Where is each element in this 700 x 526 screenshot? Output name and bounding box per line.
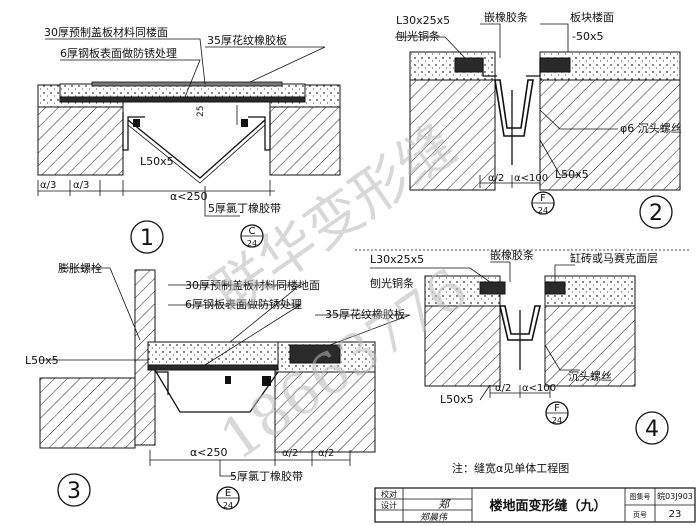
ref-page-2: 24 (538, 206, 548, 215)
structure-left-4 (424, 305, 501, 387)
label-angle-bot-2: L50x5 (555, 168, 589, 181)
label-rubber-plate-3: 35厚花纹橡胶板 (325, 307, 405, 321)
leader-cover (45, 38, 206, 85)
label-gap-4: α<100 (522, 383, 556, 394)
rubber-strip-2 (454, 57, 484, 73)
label-steel-plate-3: 6厚钢板表面做防锈处理 (185, 297, 302, 311)
design-label: 设计 (381, 500, 397, 510)
leader-neoprene (204, 186, 240, 217)
atlas-label: 图集号 (630, 492, 651, 501)
detail-2: 2 L30x25x5 刨光铜条 嵌橡胶条 板块楼面 -50x5 φ6 沉头螺丝 … (395, 10, 682, 229)
label-gap-1: α<250 (170, 190, 207, 203)
detail-number-4: 4 (645, 417, 659, 442)
label-block-floor-2: 板块楼面 (570, 10, 614, 24)
leader-angle-top-2 (395, 36, 466, 59)
structure-right-2 (539, 79, 681, 191)
bolt-right (241, 119, 248, 127)
u-profile-4 (498, 305, 542, 341)
detail-number-circle-3 (57, 473, 91, 507)
neoprene-v (127, 119, 266, 179)
label-gap-3: α<250 (190, 446, 227, 459)
angle-right (248, 112, 271, 151)
detail-4: 4 L30x25x5 刨光铜条 嵌橡胶条 缸砖或马赛克面层 沉头螺丝 L50x5… (370, 248, 669, 445)
label-steel-plate-1: 6厚钢板表面做防锈处理 (60, 46, 177, 60)
leader-rubber (205, 46, 326, 83)
label-rubber-strip-4: 嵌橡胶条 (490, 248, 534, 262)
label-half-gap-4: α/2 (495, 383, 511, 394)
atlas-number: 皖03J903 (657, 491, 693, 501)
steel-plate (59, 96, 306, 103)
title-block: 校对 设计 郑 郑晨伟 楼地面变形缝（九） 图集号 皖03J903 页号 23 (374, 487, 696, 523)
detail-number-2: 2 (649, 201, 663, 226)
label-angle-top-2: L30x25x5 (396, 14, 450, 27)
label-offset-2: -50x5 (572, 30, 603, 43)
bolt-left (133, 119, 140, 127)
detail-1: 1 30厚预制盖板材料同楼面 6厚钢板表面做防锈处理 35厚花纹橡胶板 L50x… (37, 25, 341, 254)
structure-right (269, 106, 341, 176)
structure-left-2 (409, 79, 496, 191)
ref-letter-3: E (225, 488, 231, 499)
label-angle-3: L50x5 (25, 354, 59, 367)
detail-number-circle-1 (130, 220, 164, 254)
label-neoprene-3: 5厚氯丁橡胶带 (230, 469, 303, 483)
label-screw-4: 沉头螺丝 (568, 370, 612, 383)
label-half-b-3: α/2 (318, 448, 334, 459)
label-third-b-1: α/3 (73, 180, 89, 191)
label-angle-top-4: L30x25x5 (370, 253, 424, 266)
label-half-a-3: α/2 (282, 448, 298, 459)
structure-left-3 (39, 377, 136, 449)
signature-1: 郑 (438, 498, 451, 511)
label-gap-2: α<100 (514, 173, 548, 184)
rubber-plate (91, 81, 283, 87)
rubber-plate-3 (289, 344, 341, 364)
label-cover-plate-3: 30厚预制盖板材料同楼地面 (185, 278, 320, 292)
neoprene-v-inner (127, 124, 266, 184)
ref-page-1: 24 (247, 239, 257, 248)
label-rubber-strip-2: 嵌橡胶条 (484, 10, 528, 24)
structure-right-3 (274, 371, 376, 453)
label-tile-4: 缸砖或马赛克面层 (570, 251, 658, 265)
detail-number-circle-2 (639, 195, 673, 229)
ref-letter-2: F (540, 193, 546, 204)
label-angle-note-4: 刨光铜条 (370, 276, 414, 290)
page-number: 23 (669, 509, 682, 520)
ref-page-4: 24 (552, 416, 562, 425)
cover-plate-3 (147, 341, 279, 367)
signature-2: 郑晨伟 (420, 512, 448, 523)
leader-bolt-3 (60, 267, 141, 341)
structure-left (37, 106, 124, 176)
detail-number-circle-4 (635, 411, 669, 445)
detail-3: 3 膨胀螺栓 30厚预制盖板材料同楼地面 6厚钢板表面做防锈处理 35厚花纹橡胶… (25, 261, 411, 510)
ref-letter-4: F (554, 403, 560, 414)
sheet-note: 注：缝宽α见单体工程图 (452, 461, 569, 475)
detail-number-3: 3 (67, 479, 81, 504)
label-neoprene-1: 5厚氯丁橡胶带 (208, 201, 281, 215)
label-depth-1: 25 (196, 106, 206, 117)
u-profile-2 (494, 79, 534, 137)
detail-number-1: 1 (140, 226, 154, 251)
label-angle-1: L50x5 (140, 155, 174, 168)
label-screw-2: φ6 沉头螺丝 (620, 122, 682, 135)
review-label: 校对 (381, 489, 397, 499)
neoprene-3 (154, 369, 279, 413)
page-label: 页号 (633, 511, 647, 519)
label-bolt-3: 膨胀螺栓 (58, 261, 102, 275)
label-third-a-1: α/3 (40, 180, 56, 191)
label-rubber-plate-1: 35厚花纹橡胶板 (207, 33, 287, 47)
label-angle-note-2: 刨光铜条 (396, 29, 440, 43)
sheet-title: 楼地面变形缝（九） (489, 498, 606, 514)
angle-left (122, 112, 145, 151)
leader-steel (60, 59, 201, 98)
label-half-gap-2: α/2 (488, 173, 504, 184)
ref-letter-1: C (249, 226, 256, 237)
structure-right-4 (544, 305, 636, 387)
label-cover-plate-1: 30厚预制盖板材料同楼面 (44, 25, 168, 39)
label-angle-bot-4: L50x5 (440, 393, 474, 406)
ref-page-3: 24 (223, 501, 233, 510)
